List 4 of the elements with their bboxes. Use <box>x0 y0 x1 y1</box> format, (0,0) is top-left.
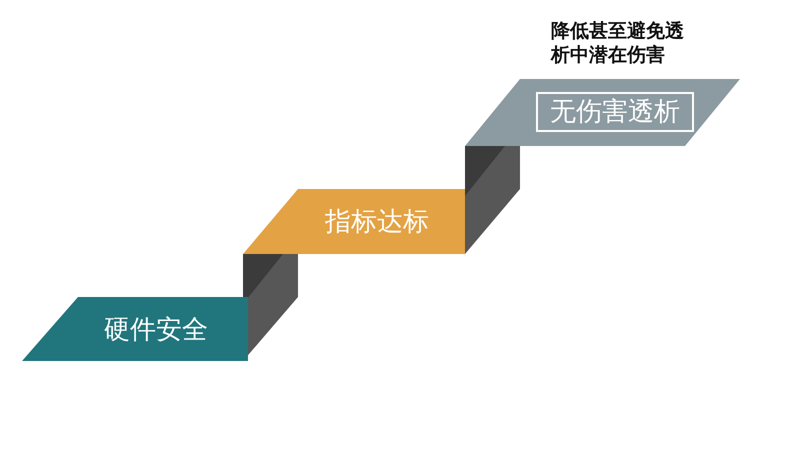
step-label: 指标达标 <box>325 209 429 235</box>
framed-label: 无伤害透析 <box>536 92 694 132</box>
goal-note: 降低甚至避免透析中潜在伤害 <box>551 19 685 67</box>
step-label: 硬件安全 <box>104 317 208 343</box>
